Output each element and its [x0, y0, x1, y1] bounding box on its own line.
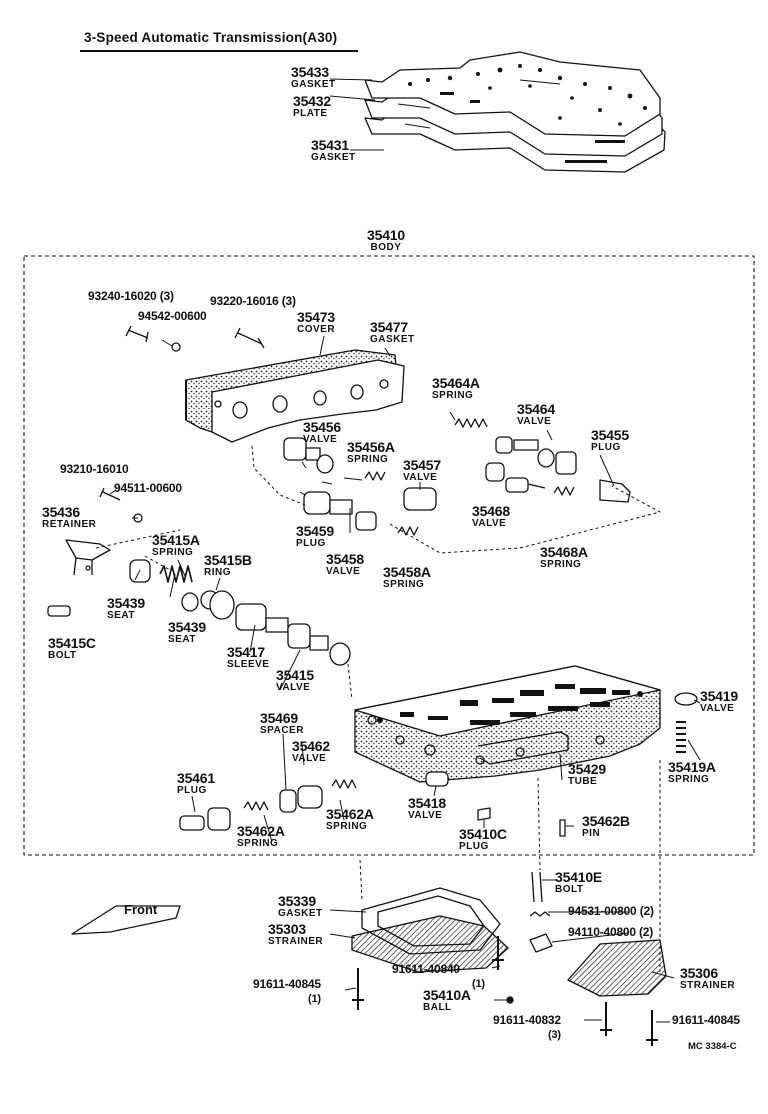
front-label: Front [124, 902, 158, 917]
title-underline [80, 50, 358, 52]
fastener-94542-00600: 94542-00600 [138, 309, 207, 323]
fastener-94511-00600: 94511-00600 [114, 481, 182, 495]
fastener-94110-40800: 94110-40800 (2) [568, 925, 654, 939]
fastener-93220-16016: 93220-16016 (3) [210, 294, 296, 308]
fastener-91611-40840: 91611-40840(1) [392, 962, 485, 990]
lower-left-valve-group [179, 779, 357, 831]
cover-and-gasket [185, 349, 405, 443]
right-strainer [567, 939, 667, 997]
fastener-93210-16010: 93210-16010 [60, 462, 129, 476]
fastener-93240-16020: 93240-16020 (3) [88, 289, 174, 303]
fastener-91611-40845-right: 91611-40845 [672, 1013, 740, 1027]
left-valve-group [47, 529, 353, 701]
tube [477, 731, 569, 765]
fastener-91611-40845-left: 91611-40845(1) [253, 977, 321, 1005]
drawing-code: MC 3384-C [688, 1041, 737, 1052]
upper-valve-group [251, 418, 661, 554]
lower-strainer-group [351, 887, 509, 973]
fastener-94531-00800: 94531-00800 (2) [568, 904, 654, 918]
valve-body-block [354, 665, 661, 783]
cover-bolts [99, 325, 265, 523]
diagram-title: 3-Speed Automatic Transmission(A30) [84, 30, 338, 45]
separator-plate-stack [364, 51, 666, 173]
fastener-91611-40832: 91611-40832(3) [493, 1013, 561, 1041]
front-arrow [71, 905, 181, 935]
valve-body-boundary [23, 255, 755, 856]
